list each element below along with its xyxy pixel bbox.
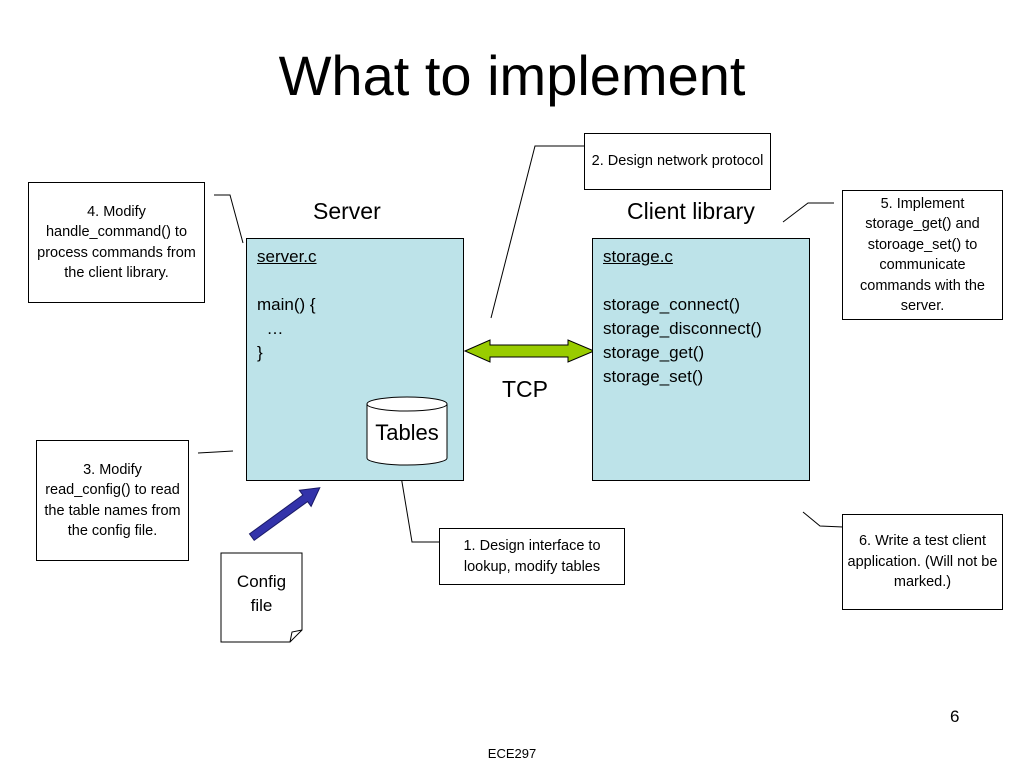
callout3-leader <box>197 450 234 454</box>
callout-5: 5. Implement storage_get() and storoage_… <box>842 190 1003 320</box>
server-heading: Server <box>313 198 381 224</box>
page-number: 6 <box>950 707 960 726</box>
config-file-label: Config file <box>221 570 302 618</box>
client-library-box: storage.c storage_connect() storage_disc… <box>592 238 810 481</box>
client-code-line: storage_get() <box>603 343 705 362</box>
server-file-name: server.c <box>257 247 317 266</box>
tcp-label: TCP <box>502 376 548 402</box>
server-code-line: main() { <box>257 295 316 314</box>
config-label-line: file <box>250 596 273 615</box>
callout2-leader <box>490 145 584 319</box>
callout-6: 6. Write a test client application. (Wil… <box>842 514 1003 610</box>
client-code-line: storage_disconnect() <box>603 319 762 338</box>
footer: ECE297 <box>487 746 537 761</box>
config-label-line: Config <box>236 572 287 591</box>
server-code-line: } <box>257 343 263 362</box>
callout6-leader <box>802 511 844 528</box>
tcp-double-arrow <box>463 339 596 363</box>
client-library-heading: Client library <box>627 198 755 224</box>
callout5-leader <box>782 202 834 223</box>
callout4-leader <box>214 194 244 244</box>
client-code-line: storage_set() <box>603 367 704 386</box>
callout-4: 4. Modify handle_command() to process co… <box>28 182 205 303</box>
page-title: What to implement <box>278 44 746 107</box>
callout-3: 3. Modify read_config() to read the tabl… <box>36 440 189 561</box>
client-code-line: storage_connect() <box>603 295 741 314</box>
callout-2: 2. Design network protocol <box>584 133 771 190</box>
tables-label: Tables <box>375 420 439 445</box>
client-file-name: storage.c <box>603 247 673 266</box>
config-arrow <box>248 487 321 542</box>
server-code-line: … <box>257 319 284 338</box>
callout1-leader <box>399 469 439 543</box>
callout-1: 1. Design interface to lookup, modify ta… <box>439 528 625 585</box>
